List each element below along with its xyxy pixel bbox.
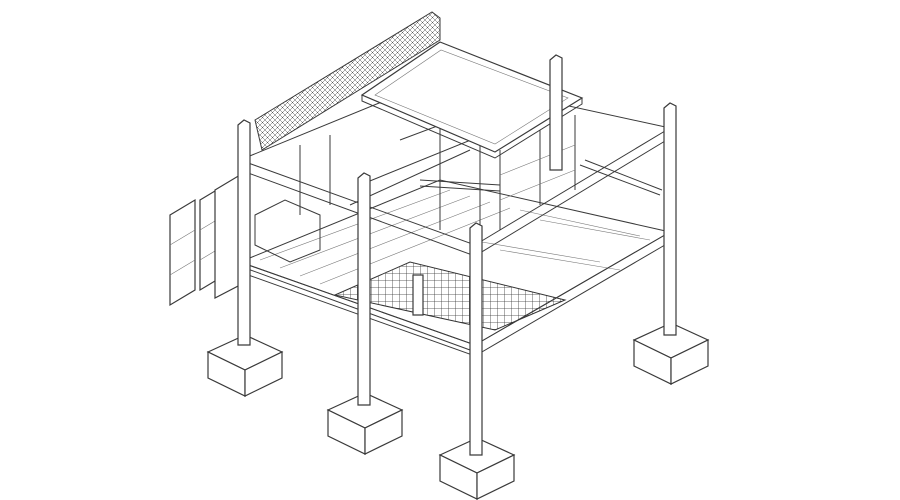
facade-panels [169,173,241,307]
roof-slab [360,41,584,159]
footing-right [632,322,710,385]
footing-left [206,334,284,397]
pipes [419,159,663,196]
columns [237,54,677,456]
footings [206,322,710,500]
mesh-parapet [254,11,441,151]
footing-front-left [326,392,404,455]
interior-walls [254,115,576,263]
lower-floor-grid [333,261,567,331]
